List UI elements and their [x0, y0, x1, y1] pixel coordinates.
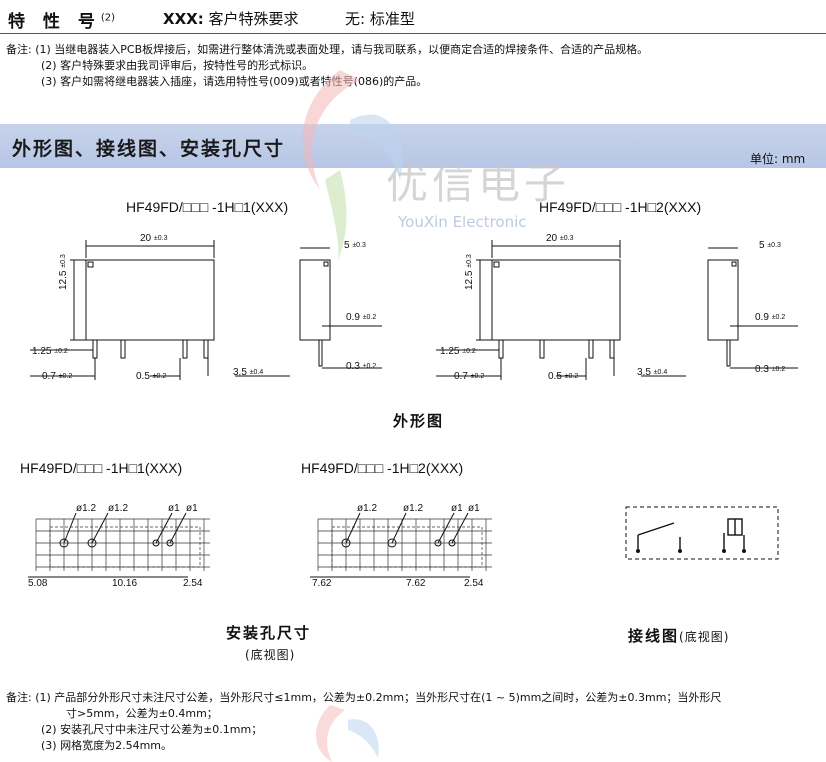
spacing-a1: 5.08 [28, 578, 48, 589]
hole-b2: ø1.2 [403, 503, 424, 514]
outline-drawing-b [436, 240, 686, 380]
hole-a1: ø1.2 [76, 503, 97, 514]
dim-pinw2-a: 0.7 ±0.2 [42, 371, 73, 382]
dim-width-a: 20 ±0.3 [140, 233, 168, 244]
dim-depth-a: 5 ±0.3 [344, 240, 366, 251]
dim-side-b2: 0.3 ±0.2 [755, 364, 786, 375]
note-top-1: 备注: (1) 当继电器装入PCB板焊接后，如需进行整体清洗或表面处理，请与我司… [6, 43, 649, 56]
side-view-b [707, 247, 798, 369]
dim-pingap-a: 0.5 ±0.2 [136, 371, 167, 382]
note-bottom-2: (2) 安装孔尺寸中未注尺寸公差为±0.1mm； [41, 723, 263, 736]
spec-custom: XXX: 客户特殊要求 [163, 10, 299, 28]
spec-standard: 无: 标准型 [345, 10, 415, 28]
spec-label: 特 性 号(2) [8, 12, 116, 32]
spacing-b3: 2.54 [464, 578, 484, 589]
caption-wiring: 接线图(底视图) [628, 627, 730, 645]
spacing-a2: 10.16 [112, 578, 138, 589]
side-view-a [299, 247, 382, 369]
mount-model-b: HF49FD/□□□ -1H□2(XXX) [301, 460, 464, 476]
dim-pinw2-b: 0.7 ±0.2 [454, 371, 485, 382]
caption-outline: 外形图 [393, 412, 445, 430]
dim-side-b1: 0.9 ±0.2 [755, 312, 786, 323]
spacing-a3: 2.54 [183, 578, 203, 589]
watermark-cn: 优信电子 [386, 159, 571, 208]
dim-pinlen-a: 3.5 ±0.4 [233, 367, 264, 378]
outline-model-b: HF49FD/□□□ -1H□2(XXX) [539, 199, 702, 215]
dim-width-b: 20 ±0.3 [546, 233, 574, 244]
spacing-b2: 7.62 [406, 578, 426, 589]
outline-model-a: HF49FD/□□□ -1H□1(XXX) [126, 199, 289, 215]
hole-b3: ø1 [451, 503, 463, 514]
section-band [0, 124, 826, 168]
dim-height-b: 12.5 ±0.3 [464, 254, 475, 290]
note-bottom-1b: 寸>5mm，公差为±0.4mm； [66, 707, 218, 720]
dim-depth-b: 5 ±0.3 [759, 240, 781, 251]
watermark-en: YouXin Electronic [398, 213, 527, 231]
unit-label: 单位: mm [750, 152, 806, 166]
dim-side-a2: 0.3 ±0.2 [346, 361, 377, 372]
outline-drawing-a [30, 240, 290, 380]
mount-model-a: HF49FD/□□□ -1H□1(XXX) [20, 460, 183, 476]
dim-pinw1-a: 1.25 ±0.2 [32, 346, 68, 357]
dim-pingap-b: 0.5 ±0.2 [548, 371, 579, 382]
caption-mount: 安装孔尺寸 [226, 624, 312, 642]
dim-pinw1-b: 1.25 ±0.2 [440, 346, 476, 357]
dim-pinlen-b: 3.5 ±0.4 [637, 367, 668, 378]
note-top-2: (2) 客户特殊要求由我司评审后，按特性号的形式标识。 [41, 59, 314, 72]
section-title: 外形图、接线图、安装孔尺寸 [12, 138, 286, 160]
dim-side-a1: 0.9 ±0.2 [346, 312, 377, 323]
hole-a2: ø1.2 [108, 503, 129, 514]
mount-grid-a [28, 512, 210, 578]
spacing-b1: 7.62 [312, 578, 332, 589]
hole-a4: ø1 [186, 503, 198, 514]
hole-a3: ø1 [168, 503, 180, 514]
dim-height-a: 12.5 ±0.3 [58, 254, 69, 290]
wiring-diagram [625, 506, 779, 560]
watermark-logo-icon [302, 70, 403, 260]
mount-grid-b [310, 512, 492, 578]
note-bottom-3: (3) 网格宽度为2.54mm。 [41, 739, 173, 752]
hole-b1: ø1.2 [357, 503, 378, 514]
caption-mount-sub: (底视图) [245, 648, 296, 662]
watermark-logo-bottom-icon [315, 705, 379, 762]
spec-row [0, 0, 826, 34]
hole-b4: ø1 [468, 503, 480, 514]
note-bottom-1: 备注: (1) 产品部分外形尺寸未注尺寸公差，当外形尺寸≤1mm，公差为±0.2… [6, 691, 722, 704]
